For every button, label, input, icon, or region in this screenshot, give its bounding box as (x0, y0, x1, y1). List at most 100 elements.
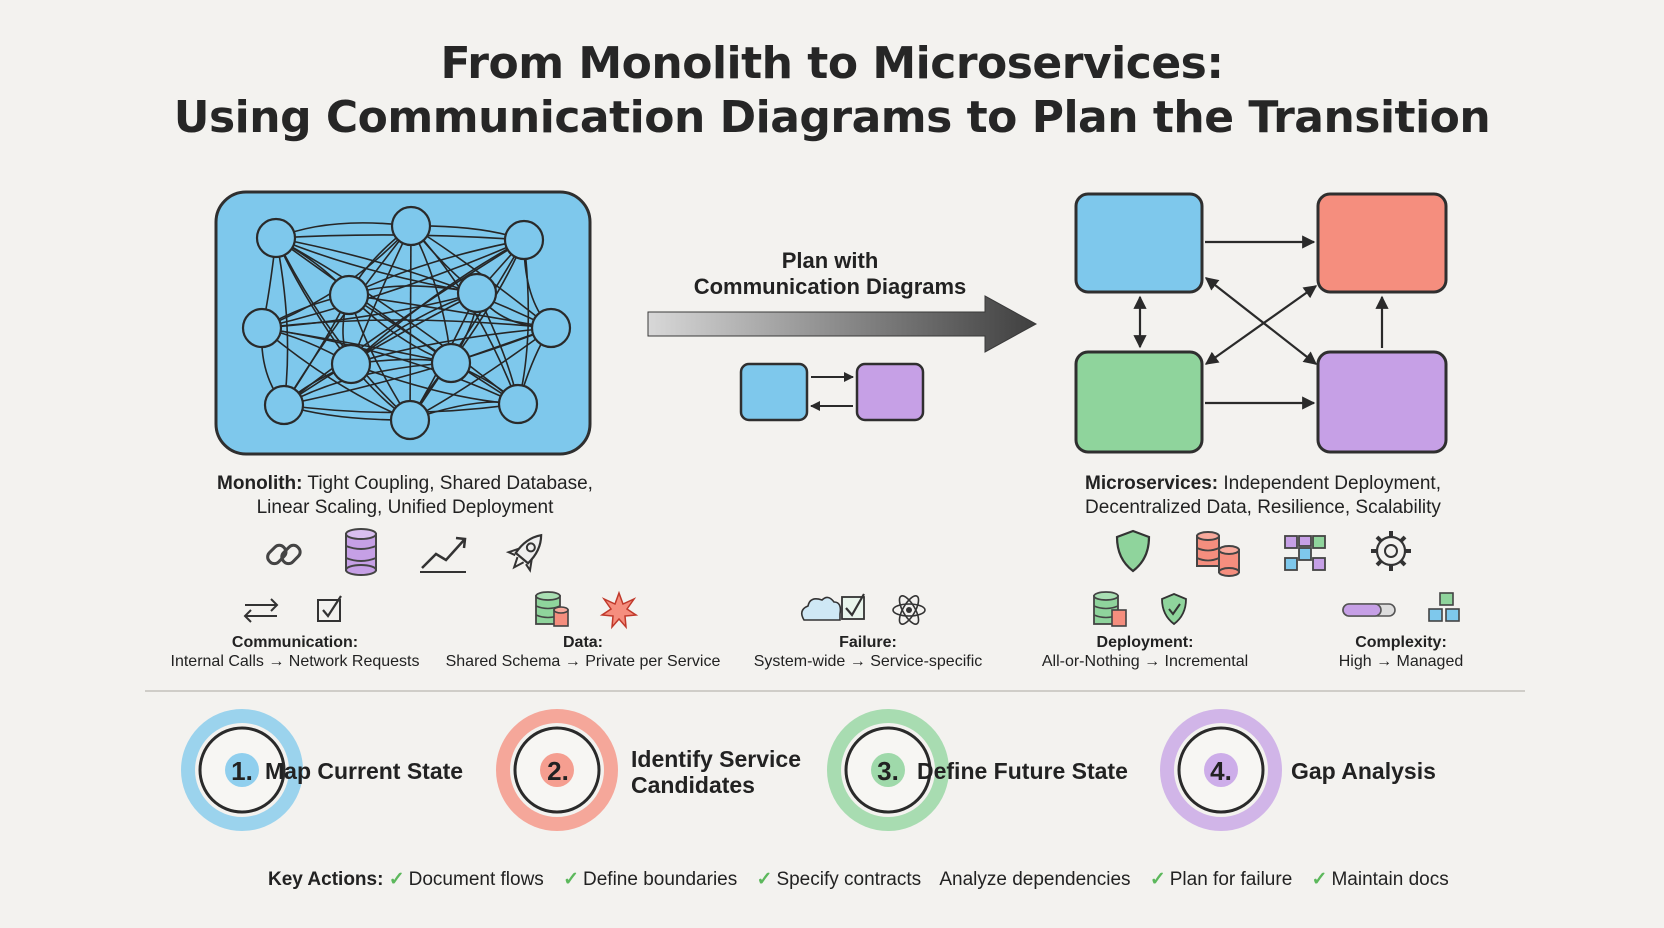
key-action-item: ✓Specify contracts (757, 869, 922, 890)
gear-icon (1371, 531, 1411, 571)
monolith-traits-2: Linear Scaling, Unified Deployment (256, 497, 554, 518)
microservices-caption: Microservices: Independent Deployment, D… (1028, 472, 1498, 520)
key-action-item: ✓Document flows (389, 869, 544, 890)
key-actions-bar: Key Actions: ✓Document flows ✓Define bou… (268, 868, 1463, 891)
key-action-text: Analyze dependencies (939, 869, 1131, 890)
plan-label-line-2: Communication Diagrams (693, 274, 967, 299)
step-3-circle (827, 709, 949, 831)
modules-icon (1428, 592, 1460, 622)
key-action-text: Specify contracts (776, 869, 922, 890)
step-2-label: Identify Service Candidates (631, 746, 831, 798)
transition-arrow (647, 295, 1038, 353)
key-action-text: Plan for failure (1169, 869, 1293, 890)
comparison-complexity: Complexity: High → Managed (1256, 633, 1546, 671)
comparison-communication: Communication: Internal Calls → Network … (150, 633, 440, 671)
step-label-line: Candidates (631, 772, 755, 798)
cloud-check-icon (800, 593, 865, 621)
burst-icon (599, 590, 639, 630)
monolith-edge (275, 237, 552, 329)
monolith-edge (261, 327, 519, 405)
check-icon: ✓ (563, 869, 580, 890)
step-4-label: Gap Analysis (1291, 758, 1491, 784)
monolith-edge (350, 327, 552, 365)
multi-database-icon (1196, 531, 1240, 577)
monolith-heading: Monolith: (217, 473, 303, 494)
rocket-icon (505, 533, 543, 573)
key-action-item: Analyze dependencies (939, 869, 1130, 890)
checkbox-icon (317, 595, 342, 622)
step-1-label: Map Current State (265, 758, 505, 784)
monolith-node (328, 274, 370, 316)
monolith-node (456, 272, 498, 314)
monolith-node (503, 219, 545, 261)
trend-chart-icon (420, 536, 467, 573)
monolith-node (330, 343, 372, 385)
two-service-example (739, 362, 925, 422)
monolith-node (430, 342, 472, 384)
check-icon: ✓ (756, 869, 773, 890)
step-4-number: 4. (1210, 756, 1232, 786)
step-label-line: Identify Service (631, 746, 802, 772)
microservices-traits-1: Independent Deployment, (1218, 473, 1441, 494)
monolith-edge (261, 239, 525, 329)
comparison-detail: High → Managed (1338, 653, 1464, 670)
blocks-icon (1284, 535, 1326, 571)
step-1-circle (181, 709, 303, 831)
monolith-node (241, 307, 283, 349)
monolith-traits-1: Tight Coupling, Shared Database, (302, 473, 593, 494)
comparison-failure: Failure: System-wide → Service-specific (723, 633, 1013, 671)
monolith-edge (283, 327, 552, 406)
shield-check-icon (1161, 593, 1187, 626)
step-4-circle (1160, 709, 1282, 831)
monolith-caption: Monolith: Tight Coupling, Shared Databas… (170, 472, 640, 520)
monolith-node (263, 384, 305, 426)
key-action-text: Maintain docs (1331, 869, 1449, 890)
comparison-heading: Data: (562, 634, 603, 651)
monolith-node (497, 383, 539, 425)
step-label-line: Map Current State (265, 758, 464, 784)
comparison-heading: Deployment: (1096, 634, 1194, 651)
step-3-number: 3. (877, 756, 899, 786)
comparison-deployment: Deployment: All-or-Nothing → Incremental (1000, 633, 1290, 671)
key-action-item: ✓Define boundaries (563, 869, 737, 890)
title-line-2: Using Communication Diagrams to Plan the… (173, 92, 1491, 143)
monolith-diagram (214, 190, 592, 456)
comparison-detail: System-wide → Service-specific (753, 653, 983, 670)
monolith-edge (261, 319, 552, 329)
monolith-edge (283, 292, 478, 406)
check-icon: ✓ (1149, 869, 1166, 890)
shield-icon (1115, 529, 1151, 573)
swap-arrows-icon (243, 598, 279, 623)
step-label-line: Gap Analysis (1291, 758, 1436, 784)
check-icon: ✓ (1311, 869, 1328, 890)
key-action-item: ✓Maintain docs (1312, 869, 1449, 890)
title-line-1: From Monolith to Microservices: (440, 38, 1224, 89)
comparison-data: Data: Shared Schema → Private per Servic… (438, 633, 728, 671)
step-2-circle (496, 709, 618, 831)
step-1-number: 1. (231, 756, 253, 786)
step-3-label: Define Future State (917, 758, 1157, 784)
key-actions-list: ✓Document flows ✓Define boundaries ✓Spec… (389, 869, 1463, 890)
database-icon (345, 528, 377, 576)
monolith-node (530, 307, 572, 349)
key-action-item: ✓Plan for failure (1150, 869, 1292, 890)
monolith-edge (275, 237, 519, 405)
monolith-node (390, 205, 432, 247)
slider-bar-icon (1342, 603, 1396, 617)
monolith-edge (348, 294, 519, 405)
comparison-detail: Internal Calls → Network Requests (170, 653, 420, 670)
microservices-diagram (1074, 192, 1448, 454)
key-action-text: Define boundaries (583, 869, 738, 890)
monolith-edge (275, 237, 411, 421)
comparison-detail: Shared Schema → Private per Service (445, 653, 721, 670)
plan-label-line-1: Plan with (781, 248, 879, 273)
comparison-heading: Failure: (839, 634, 897, 651)
monolith-node (389, 399, 431, 441)
link-icon (266, 543, 302, 566)
key-actions-label: Key Actions: (268, 869, 384, 890)
step-2-number: 2. (547, 756, 569, 786)
comparison-detail: All-or-Nothing → Incremental (1041, 653, 1249, 670)
database-stack-icon (535, 591, 569, 627)
comparison-heading: Communication: (231, 634, 359, 651)
monolith-node (255, 217, 297, 259)
